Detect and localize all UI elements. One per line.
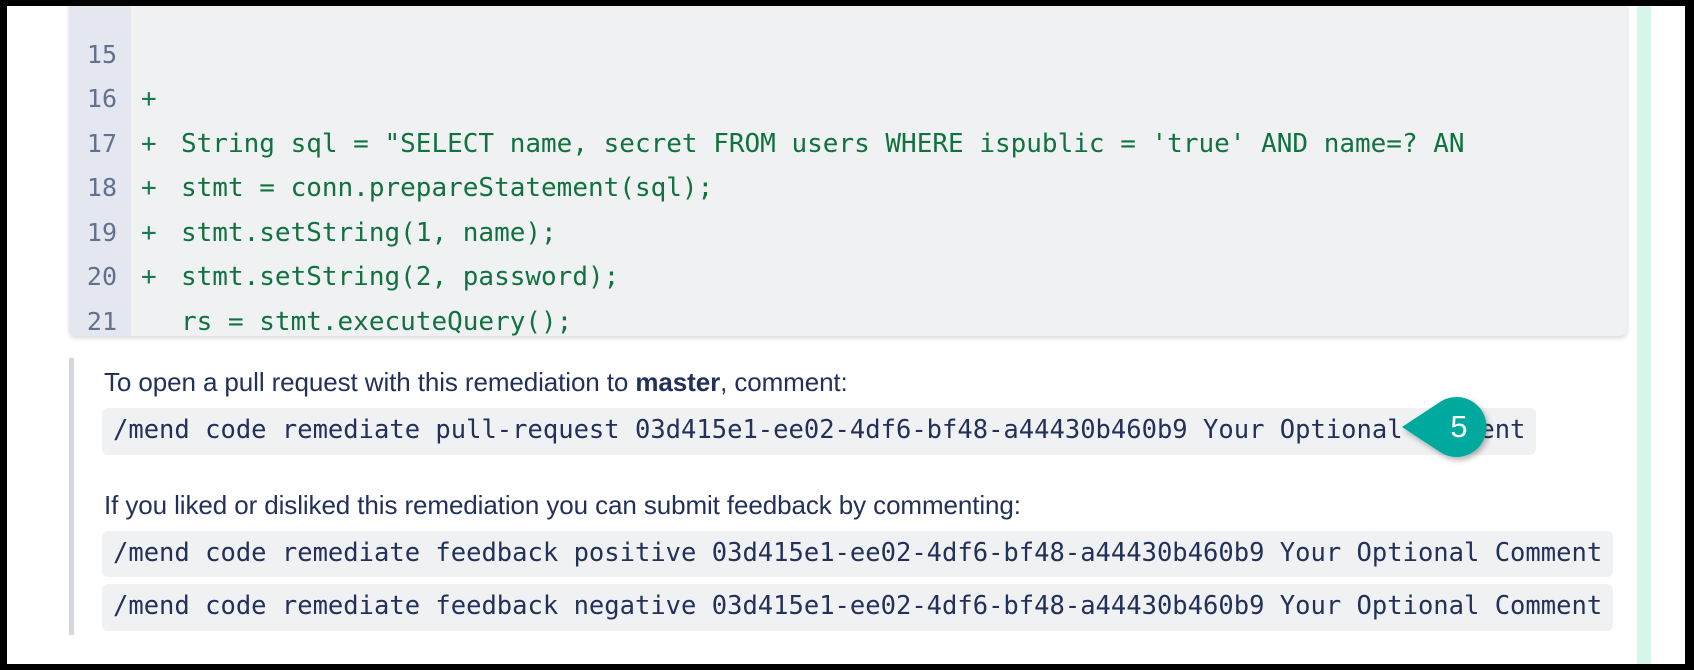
pull-request-instruction-text: To open a pull request with this remedia… <box>102 358 1629 405</box>
diff-line-number: 17 <box>86 128 117 158</box>
diff-line-number-gutter <box>69 6 131 336</box>
feedback-negative-command-row: /mend code remediate feedback negative 0… <box>102 581 1629 635</box>
feedback-negative-command[interactable]: /mend code remediate feedback negative 0… <box>102 584 1614 631</box>
pull-request-instruction-prefix: To open a pull request with this remedia… <box>104 367 636 397</box>
diff-line-code: String sql = "SELECT name, secret FROM u… <box>181 128 1465 159</box>
diff-line-number: 18 <box>86 173 117 202</box>
feedback-positive-command-row: /mend code remediate feedback positive 0… <box>102 528 1629 582</box>
diff-add-marker: + <box>141 84 157 114</box>
diff-line-number: 21 <box>86 306 117 336</box>
diff-line-code: stmt = conn.prepareStatement(sql); <box>181 173 714 203</box>
callout-pin-5: 5 <box>1400 396 1496 458</box>
diff-line-row: 17 + stmt.setString(1, name); <box>69 77 1627 248</box>
callout-pin-shape <box>1402 397 1487 457</box>
diff-line-number: 15 <box>86 39 117 69</box>
diff-line-row: 20 + "' AND password='" + password + "'"… <box>69 211 1627 291</box>
remediation-instructions: To open a pull request with this remedia… <box>69 358 1629 635</box>
diff-line-row: 18 + stmt.setString(2, password); <box>69 122 1627 292</box>
diff-add-marker: + <box>141 262 157 292</box>
diff-line-list: 15 + String sql = "SELECT name, secret F… <box>69 6 1627 337</box>
diff-add-marker: + <box>141 217 157 248</box>
feedback-positive-command[interactable]: /mend code remediate feedback positive 0… <box>102 530 1614 578</box>
spacer <box>102 459 1629 481</box>
page-content: 15 + String sql = "SELECT name, secret F… <box>7 6 1685 664</box>
diff-add-marker: + <box>141 128 157 159</box>
diff-line-row: 16 + stmt = conn.prepareStatement(sql); <box>69 33 1627 203</box>
diff-line-row: 19 + rs = stmt.executeQuery(); <box>69 166 1627 337</box>
right-edge-accent-strip <box>1637 6 1651 664</box>
diff-line-code: stmt.setString(2, password); <box>181 262 620 292</box>
target-branch-name: master <box>635 367 721 397</box>
pull-request-command[interactable]: /mend code remediate pull-request 03d415… <box>102 408 1537 455</box>
diff-line-number: 20 <box>86 262 117 291</box>
diff-line-code: rs = stmt.executeQuery(); <box>181 306 573 337</box>
diff-line-number: 19 <box>86 217 117 247</box>
diff-line-code: stmt.setString(1, name); <box>181 217 557 248</box>
pull-request-instruction-suffix: , comment: <box>720 367 848 397</box>
feedback-instruction-text: If you liked or disliked this remediatio… <box>104 489 1021 520</box>
diff-line-row: 15 + String sql = "SELECT name, secret F… <box>69 6 1627 159</box>
diff-code-block[interactable]: 15 + String sql = "SELECT name, secret F… <box>69 6 1627 336</box>
pull-request-command-row: /mend code remediate pull-request 03d415… <box>102 405 1629 459</box>
diff-line-number: 16 <box>86 84 117 113</box>
diff-add-marker: + <box>141 173 157 203</box>
diff-line-row: 21 StringBuilder sb = new StringBuilder(… <box>69 255 1627 336</box>
